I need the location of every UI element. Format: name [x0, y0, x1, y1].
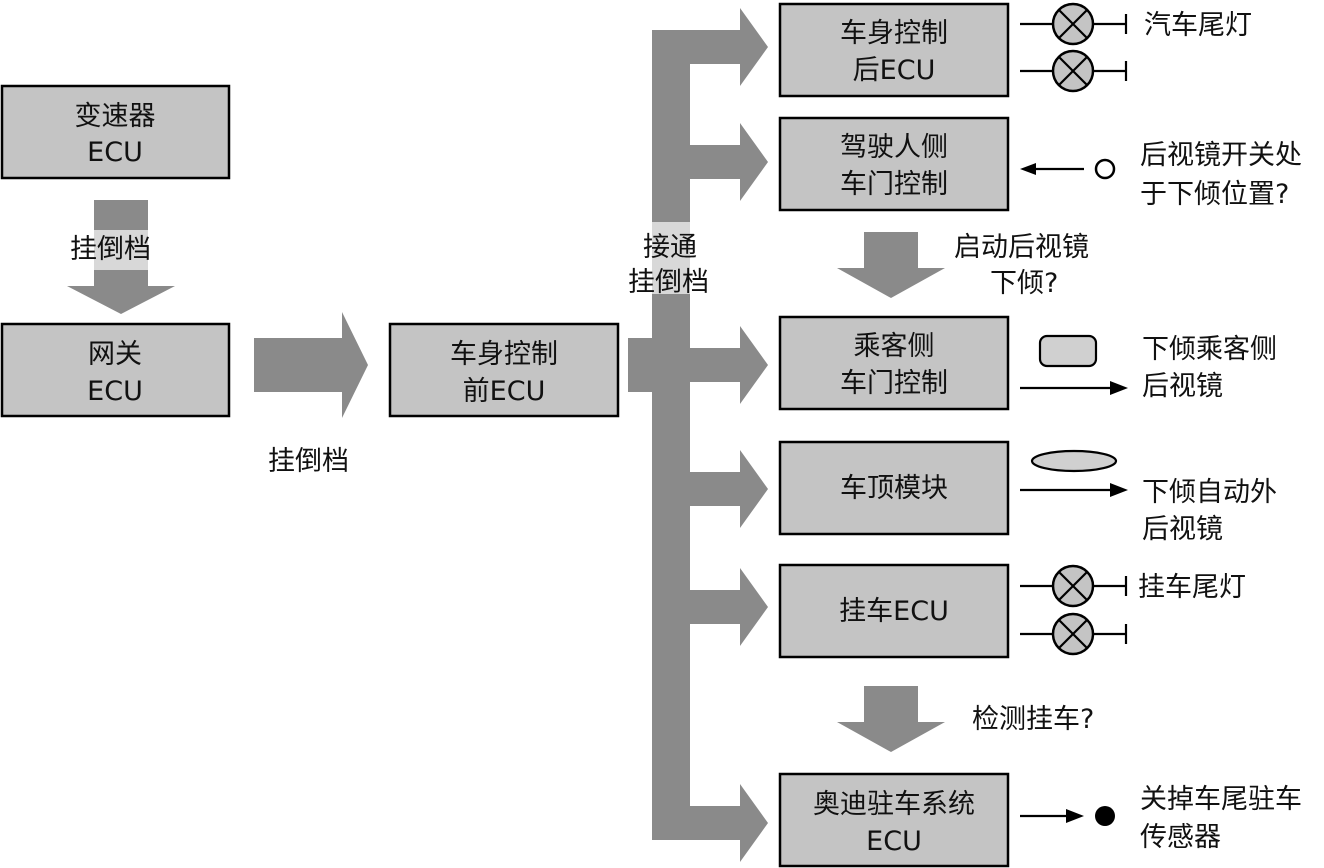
label-tail-lights: 汽车尾灯 [1144, 10, 1252, 41]
box-text-line1: 变速器 [75, 101, 156, 132]
box-text-line2: ECU [866, 826, 922, 857]
box-text-line2: 前ECU [463, 376, 546, 407]
box-gateway-ecu: 网关 ECU [0, 322, 231, 418]
label-mirror-switch-line1: 后视镜开关处 [1140, 140, 1302, 171]
label-tilt-passenger-line1: 下倾乘客侧 [1142, 334, 1277, 365]
box-passenger-door-control: 乘客侧 车门控制 [778, 315, 1010, 411]
box-text-line2: ECU [87, 376, 143, 407]
mirror-switch-input [1020, 158, 1116, 180]
arrow-gateway-to-bcm-front [254, 312, 368, 418]
box-driver-door-control: 驾驶人侧 车门控制 [778, 116, 1010, 212]
label-mirror-query-line2: 下倾? [990, 268, 1058, 299]
box-text-line2: 车门控制 [840, 169, 948, 200]
arrow-trailer-to-parking [837, 686, 945, 752]
box-text-line2: 后ECU [853, 55, 936, 86]
box-text-line1: 乘客侧 [854, 331, 935, 362]
label-mirror-query-line1: 启动后视镜 [954, 232, 1089, 263]
label-turn-off-sensor-line1: 关掉车尾驻车 [1140, 784, 1302, 815]
box-text-line1: 网关 [88, 339, 142, 370]
box-text-line1: 驾驶人侧 [840, 132, 948, 163]
branch-arrows [690, 8, 768, 862]
box-transmission-ecu: 变速器 ECU [0, 84, 231, 180]
label-trailer-query: 检测挂车? [972, 704, 1094, 735]
box-text-line2: 车门控制 [840, 368, 948, 399]
box-trailer-ecu: 挂车ECU [778, 563, 1010, 659]
auto-mirror-output [1020, 449, 1128, 497]
box-text-line1: 挂车ECU [839, 596, 949, 627]
bus-trunk [628, 30, 690, 840]
box-roof-module: 车顶模块 [778, 440, 1010, 536]
box-text-line1: 车顶模块 [840, 473, 948, 504]
arrow-label-band [94, 230, 148, 270]
box-text-line1: 车身控制 [450, 339, 558, 370]
tail-lamp-1 [1020, 2, 1128, 46]
box-bcm-front-ecu: 车身控制 前ECU [388, 322, 620, 418]
arrow-driver-to-passenger [837, 232, 945, 298]
box-text-line1: 车身控制 [840, 18, 948, 49]
label-tilt-auto-line2: 后视镜 [1142, 514, 1223, 545]
trailer-lamp-2 [1020, 612, 1128, 656]
label-turn-off-sensor-line2: 传感器 [1140, 822, 1221, 853]
box-bcm-rear-ecu: 车身控制 后ECU [778, 2, 1010, 98]
label-reverse-gear-mid: 挂倒档 [268, 446, 349, 477]
box-text-line2: ECU [87, 137, 143, 168]
box-text-line1: 奥迪驻车系统 [813, 789, 975, 820]
box-audi-parking-ecu: 奥迪驻车系统 ECU [778, 772, 1010, 868]
label-tilt-passenger-line2: 后视镜 [1142, 371, 1223, 402]
label-trailer-lights: 挂车尾灯 [1138, 572, 1246, 603]
trailer-lamp-1 [1020, 564, 1128, 608]
parking-sensor-output [1020, 806, 1115, 826]
label-bus-line2: 挂倒档 [628, 267, 709, 298]
label-bus-line1: 接通 [643, 232, 697, 263]
passenger-mirror-output [1020, 334, 1128, 395]
label-tilt-auto-line1: 下倾自动外 [1142, 477, 1277, 508]
label-reverse-gear-top: 挂倒档 [70, 234, 151, 265]
tail-lamp-2 [1020, 49, 1128, 93]
label-mirror-switch-line2: 于下倾位置? [1140, 179, 1289, 210]
